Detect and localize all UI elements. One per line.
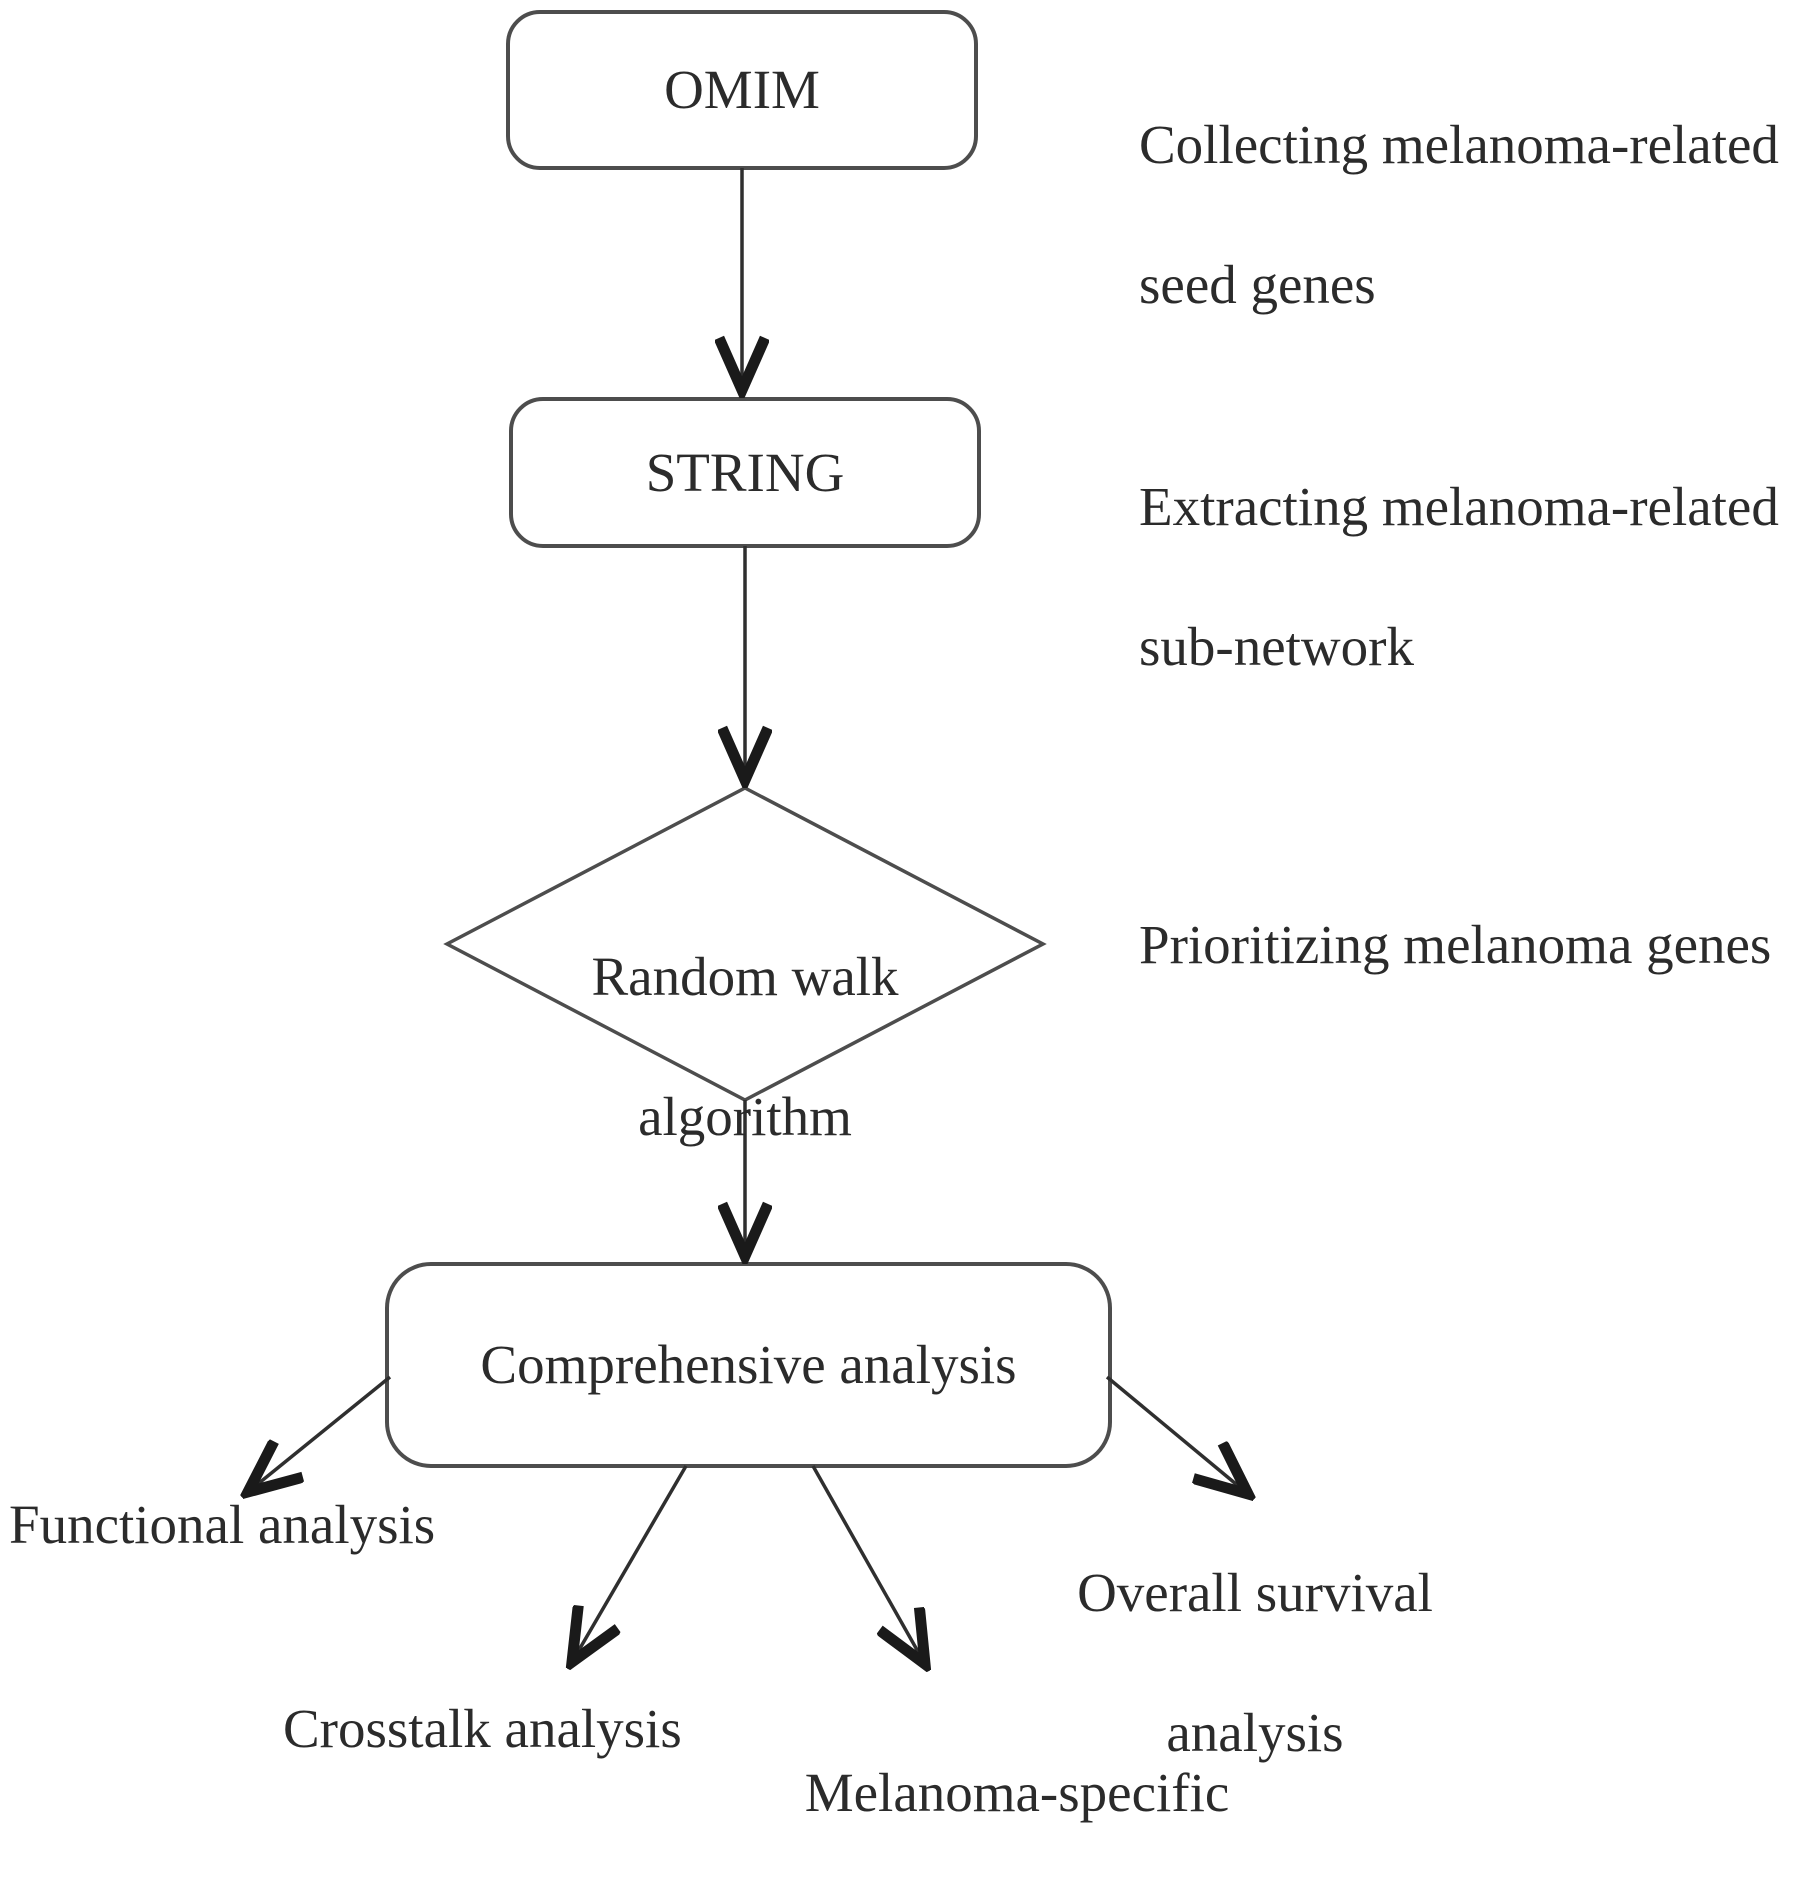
output-functional-analysis: Functional analysis: [9, 1494, 436, 1555]
random-walk-line2: algorithm: [638, 1086, 852, 1147]
annotation-prioritizing-genes: Prioritizing melanoma genes: [1139, 914, 1772, 975]
arrow-to-melanoma-network: [811, 1465, 925, 1664]
output-melanoma-line1: Melanoma-specific: [804, 1762, 1230, 1823]
output-survival-line1: Overall survival: [1077, 1562, 1433, 1623]
annotation-collecting-line2: seed genes: [1139, 254, 1376, 315]
output-melanoma-specific-network: Melanoma-specific network: [767, 1688, 1267, 1887]
arrow-to-functional-analysis: [248, 1375, 392, 1492]
random-walk-line1: Random walk: [591, 946, 899, 1007]
arrow-to-overall-survival: [1105, 1375, 1248, 1494]
annotation-extracting-line2: sub-network: [1139, 616, 1414, 677]
comprehensive-analysis-node-label: Comprehensive analysis: [480, 1334, 1017, 1395]
comprehensive-analysis-box: [385, 1262, 1112, 1468]
random-walk-node-label: Random walk algorithm: [545, 872, 945, 1222]
output-overall-survival-analysis: Overall survival analysis: [1035, 1488, 1475, 1838]
output-survival-line2: analysis: [1166, 1702, 1344, 1763]
annotation-extracting-line1: Extracting melanoma-related: [1139, 476, 1779, 537]
output-crosstalk-analysis: Crosstalk analysis: [283, 1698, 682, 1759]
annotation-collecting-seed-genes: Collecting melanoma-related seed genes: [1139, 40, 1795, 390]
annotation-extracting-subnetwork: Extracting melanoma-related sub-network: [1139, 402, 1795, 752]
annotation-collecting-line1: Collecting melanoma-related: [1139, 114, 1779, 175]
omim-node-label: OMIM: [664, 59, 820, 120]
string-node-label: STRING: [645, 441, 845, 503]
arrow-to-crosstalk-analysis: [572, 1465, 688, 1662]
